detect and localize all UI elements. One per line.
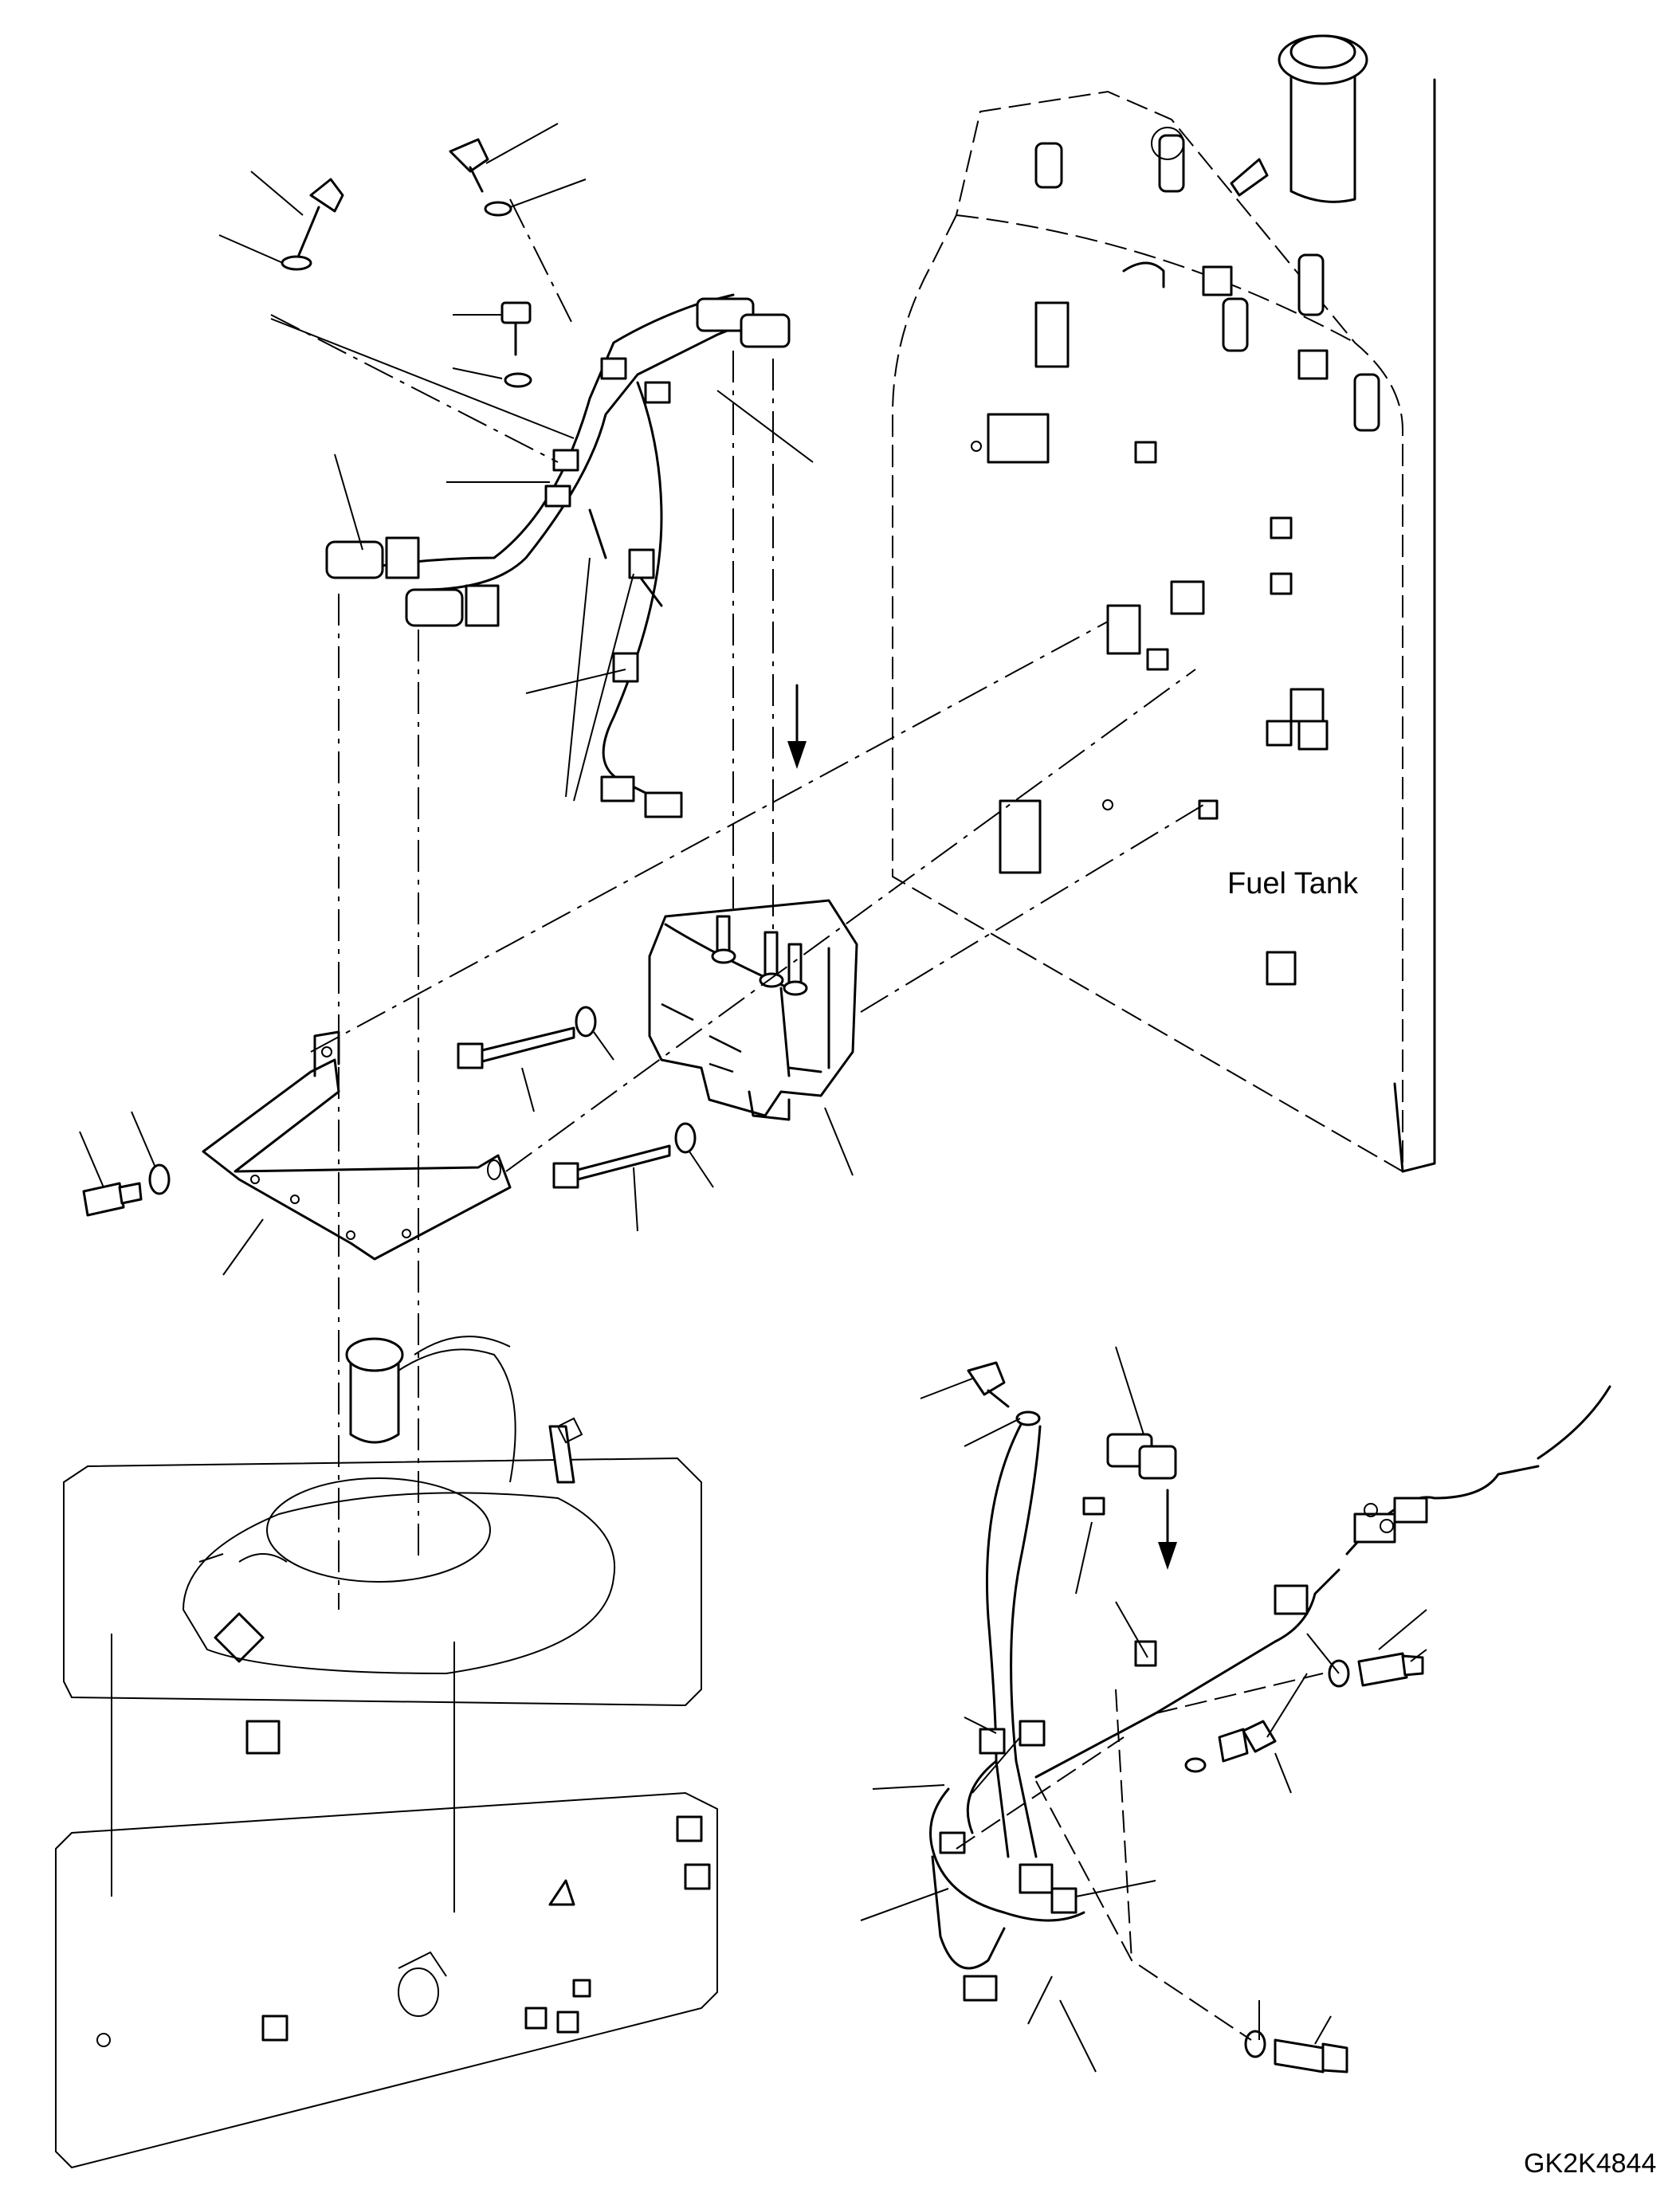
leader-lines-upper xyxy=(218,123,814,765)
upper-hardware xyxy=(281,138,532,388)
mounting-bracket xyxy=(202,1030,512,1261)
lower-harness xyxy=(860,1346,1611,2073)
drawing-code: GK2K4844 xyxy=(1524,2148,1657,2179)
lower-assembly xyxy=(55,1336,718,2169)
alignment-lines xyxy=(270,198,1204,1610)
mounting-bolts xyxy=(82,1006,697,1217)
fuel-tank xyxy=(892,34,1436,1173)
arrow-down-upper xyxy=(787,684,807,769)
fuel-tank-label: Fuel Tank xyxy=(1227,867,1359,900)
leader-lines-mid xyxy=(79,1031,854,1276)
upper-harness xyxy=(325,293,791,818)
control-unit xyxy=(648,899,858,1121)
